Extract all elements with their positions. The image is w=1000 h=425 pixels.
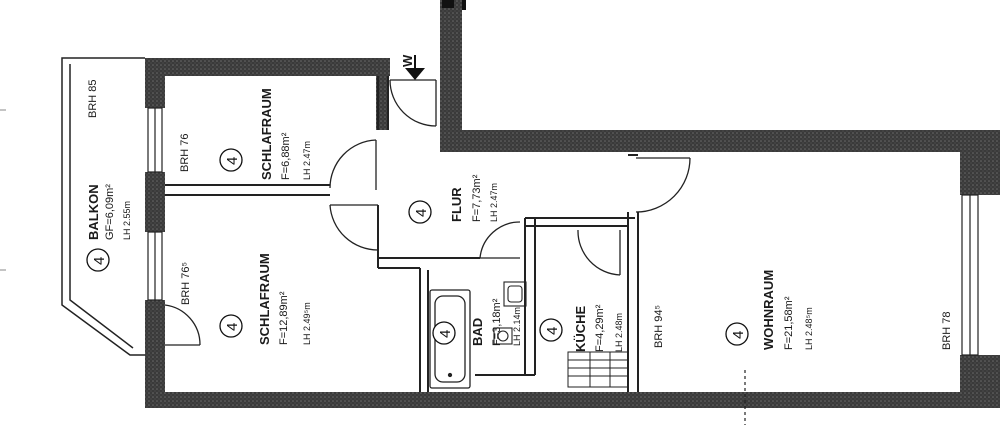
room-schlafraum-2: BRH 76⁵ 4 SCHLAFRAUM F=12,89m² LH 2.49⁵m: [180, 253, 312, 345]
balkon-number: 4: [91, 257, 108, 265]
doors: [164, 79, 691, 346]
schlafraum1-name: SCHLAFRAUM: [259, 88, 274, 180]
wohnraum-brh: BRH 78: [941, 311, 953, 350]
bad-area: F=3,18m²: [491, 298, 503, 346]
exterior-walls: [145, 0, 1000, 408]
kueche-brh: BRH 94⁵: [653, 305, 665, 348]
toilet: [493, 327, 513, 345]
top-marks: [442, 0, 466, 10]
room-balkon: BRH 85 4 BALKON GF=6,09m² LH 2.55m: [86, 79, 132, 272]
flur-area: F=7,73m²: [471, 174, 483, 222]
stove: [567, 351, 629, 388]
room-wohnraum: 4 WOHNRAUM F=21,58m² LH 2.48⁵m BRH 78: [725, 270, 953, 350]
kueche-name: KÜCHE: [573, 305, 588, 352]
interior-walls: [165, 76, 639, 392]
balkon-area: GF=6,09m²: [104, 184, 116, 240]
room-schlafraum-1: BRH 76 4 SCHLAFRAUM F=6,88m² LH 2.47m: [179, 88, 312, 180]
bad-name: BAD: [470, 318, 485, 346]
wohnraum-name: WOHNRAUM: [761, 270, 776, 350]
schlafraum1-area: F=6,88m²: [280, 132, 292, 180]
kueche-lh: LH 2.48m: [614, 313, 624, 352]
balcony-outline: [61, 57, 145, 356]
room-bad: 4 BAD F=3,18m² LH 2.14m: [432, 298, 522, 346]
margin-ticks: [0, 109, 6, 271]
sink: [503, 281, 527, 307]
flur-name: FLUR: [449, 187, 464, 222]
room-kueche: 4 KÜCHE F=4,29m² LH 2.48m BRH 94⁵: [539, 304, 665, 352]
bad-lh: LH 2.14m: [512, 307, 522, 346]
entrance-arrow: W: [400, 54, 425, 80]
kueche-number: 4: [544, 327, 561, 335]
schlafraum1-lh: LH 2.47m: [302, 141, 312, 180]
schlafraum2-brh: BRH 76⁵: [180, 262, 192, 305]
wohnraum-area: F=21,58m²: [783, 296, 795, 350]
balkon-name: BALKON: [86, 184, 101, 240]
schlafraum1-brh: BRH 76: [179, 133, 191, 172]
bad-number: 4: [437, 330, 454, 338]
schlafraum2-lh: LH 2.49⁵m: [302, 302, 312, 345]
schlafraum2-area: F=12,89m²: [278, 291, 290, 345]
wohnraum-lh: LH 2.48⁵m: [804, 307, 814, 350]
schlafraum2-name: SCHLAFRAUM: [257, 253, 272, 345]
schlafraum2-number: 4: [224, 323, 241, 331]
windows: [147, 107, 979, 356]
entrance-mark: W: [400, 54, 415, 67]
flur-lh: LH 2.47m: [489, 183, 499, 222]
schlafraum1-number: 4: [224, 157, 241, 165]
wohnraum-number: 4: [730, 331, 747, 339]
kueche-area: F=4,29m²: [594, 304, 606, 352]
flur-number: 4: [413, 209, 430, 217]
room-flur: 4 FLUR F=7,73m² LH 2.47m: [408, 174, 499, 224]
balkon-lh: LH 2.55m: [122, 201, 132, 240]
balkon-brh: BRH 85: [87, 79, 99, 118]
